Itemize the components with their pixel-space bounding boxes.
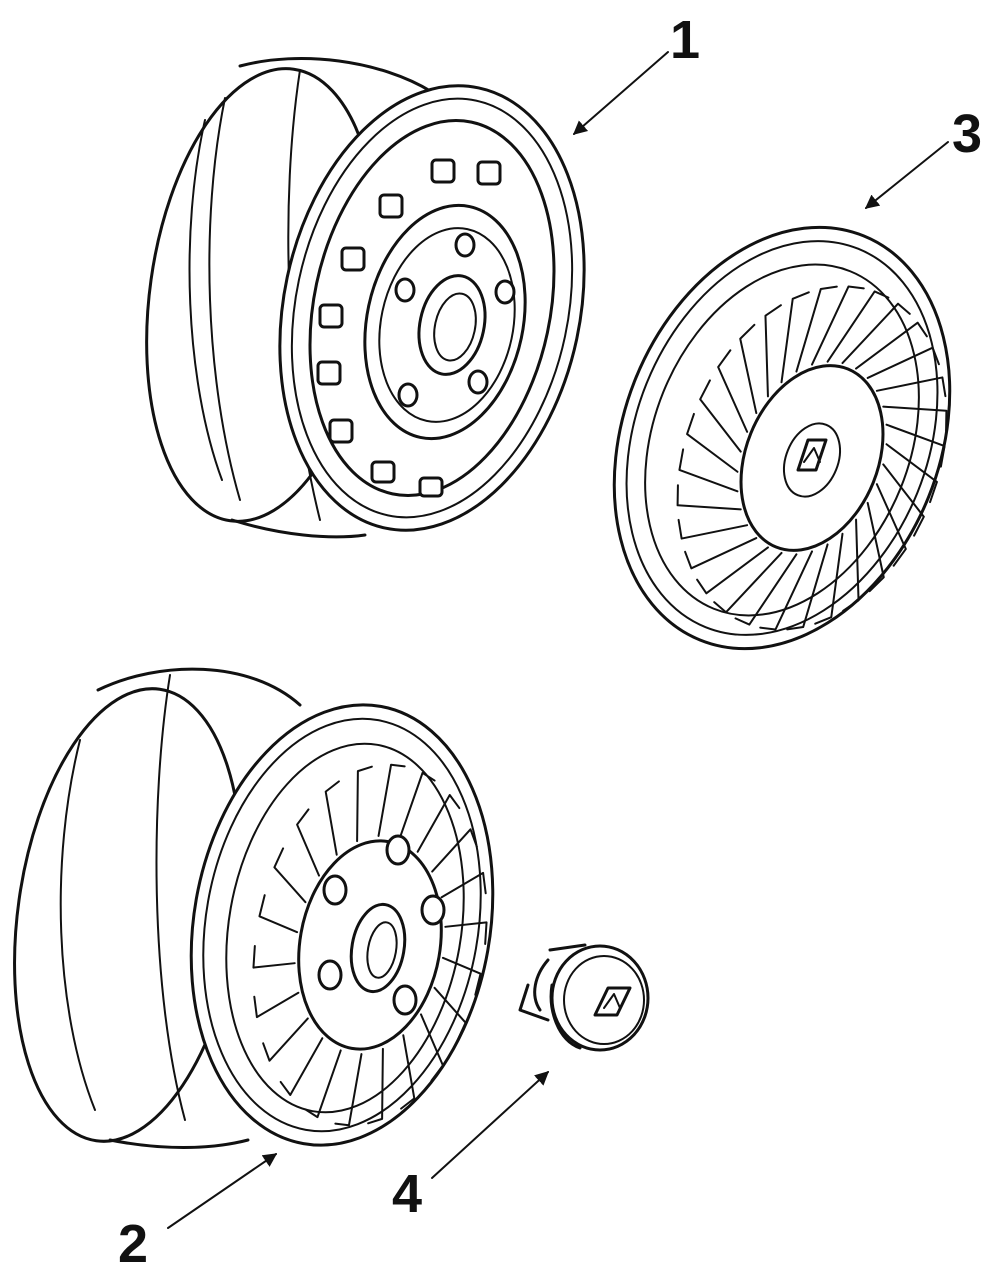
spoke-line (273, 847, 307, 904)
callout-2: 2 (118, 1214, 148, 1274)
spoke-line (367, 1047, 384, 1125)
spoke-line (684, 537, 758, 570)
spoke-line (677, 518, 749, 540)
spoke-line (759, 550, 814, 631)
spoke-line (764, 304, 782, 398)
spoke-line (885, 443, 938, 504)
spoke-line (398, 771, 436, 841)
callout-4-leader (431, 1071, 550, 1179)
spoke-line (678, 448, 739, 493)
alloy-wheel-icon (13, 667, 495, 1149)
spoke-line (253, 991, 300, 1019)
center-cap-icon (518, 943, 650, 1052)
spoke-line (855, 321, 928, 370)
spoke-line (842, 518, 860, 612)
spoke-line (377, 763, 406, 837)
spoke-line (875, 483, 907, 567)
spoke-line (786, 543, 829, 631)
spoke-line (875, 376, 947, 398)
spoke-line (866, 501, 885, 593)
spoke-line (416, 794, 461, 853)
spoke-line (419, 1013, 444, 1082)
spoke-line (696, 546, 769, 595)
spoke-line (699, 379, 742, 453)
spoke-line (717, 349, 749, 433)
spoke-line (882, 463, 925, 537)
spoke-line (433, 986, 467, 1043)
spoke-line (400, 1034, 416, 1110)
spoke-line (304, 1049, 342, 1119)
spoke-line (713, 551, 783, 614)
spoke-line (262, 1017, 309, 1062)
callout-3: 3 (952, 104, 982, 164)
spoke-line (810, 285, 865, 366)
spoke-line (734, 553, 798, 626)
spoke-line (826, 290, 890, 363)
spoke-line (739, 323, 758, 415)
spoke-line (334, 1053, 363, 1127)
spoke-line (324, 780, 340, 856)
spoke-line (252, 945, 296, 969)
spoke-line (440, 871, 487, 899)
callout-1-leader (572, 51, 669, 135)
spoke-line (841, 302, 911, 365)
callout-2-leader (167, 1153, 278, 1229)
spoke-line (882, 405, 948, 432)
spoke-line (279, 1037, 324, 1096)
spoke-line (431, 828, 478, 873)
spoke-line (356, 765, 373, 843)
brand-emblem-icon (796, 438, 828, 472)
callout-4: 4 (392, 1164, 422, 1224)
spoke-line (444, 921, 488, 945)
wheel-cover-icon (612, 225, 952, 651)
spoke-line (296, 808, 321, 877)
callout-3-leader (864, 141, 949, 209)
spoke-line (780, 291, 810, 384)
spoke-line (676, 484, 742, 511)
spoke-line (686, 412, 739, 473)
spoke-line (441, 956, 482, 996)
spoke-line (258, 894, 299, 934)
callout-1: 1 (670, 10, 700, 70)
spoke-line (885, 423, 946, 468)
spoke-line (795, 285, 838, 373)
steel-wheel-icon (145, 57, 586, 539)
spoke-line (814, 532, 844, 625)
spoke-line (866, 346, 940, 379)
callout-arrows (167, 51, 949, 1229)
